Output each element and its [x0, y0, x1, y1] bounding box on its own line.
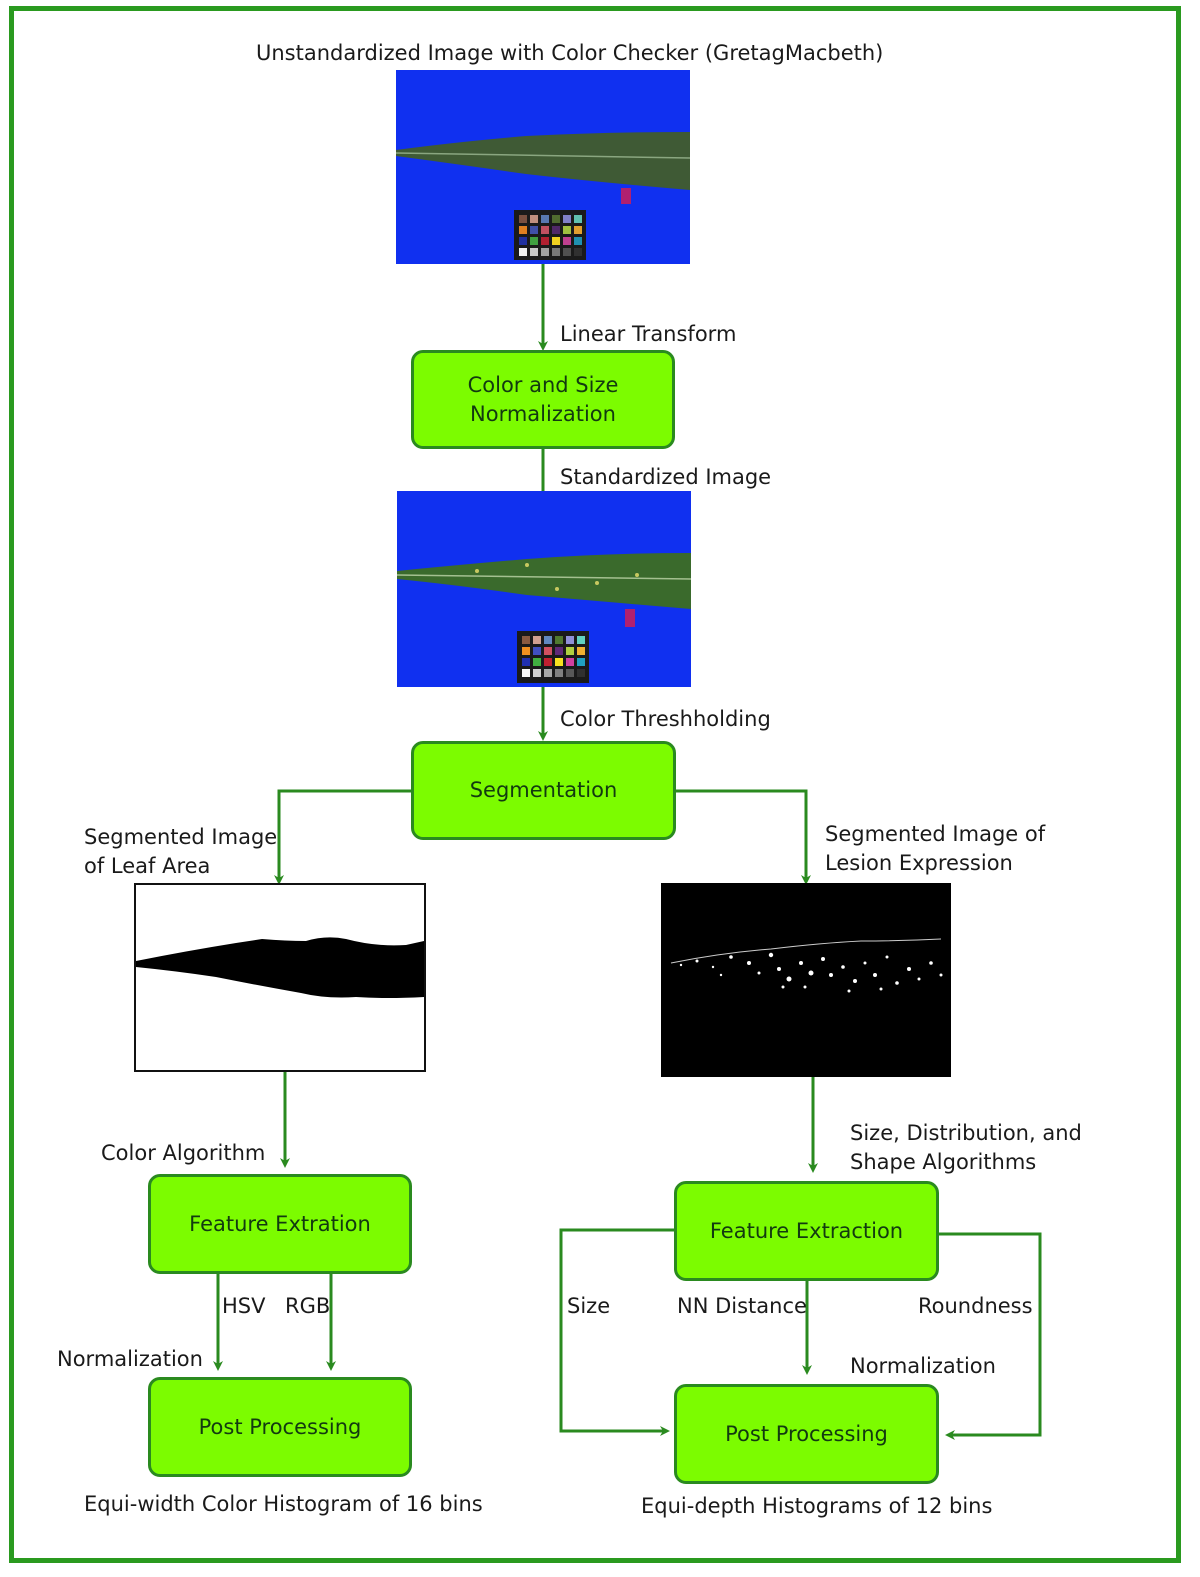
- label-rgb: RGB: [285, 1294, 331, 1318]
- label-normalization-left: Normalization: [57, 1347, 203, 1371]
- diagram-title: Unstandardized Image with Color Checker …: [256, 41, 884, 65]
- arrow-size: [559, 1228, 676, 1436]
- label-segmented-lesion: Segmented Image of Lesion Expression: [825, 822, 1046, 875]
- output-right-histogram: Equi-depth Histograms of 12 bins: [641, 1494, 993, 1518]
- segmented-lesion-image: [661, 883, 951, 1077]
- arrow-roundness: [938, 1232, 1042, 1440]
- label-nn-distance: NN Distance: [677, 1294, 807, 1318]
- label-linear-transform: Linear Transform: [560, 322, 737, 346]
- label-color-threshholding: Color Threshholding: [560, 707, 771, 731]
- node-post-processing-left: Post Processing: [148, 1377, 412, 1477]
- label-size-distribution-shape: Size, Distribution, and Shape Algorithms: [850, 1121, 1082, 1174]
- arrow-segmentation-to-lesion: [676, 789, 811, 885]
- node-post-processing-right: Post Processing: [674, 1384, 939, 1484]
- output-left-histogram: Equi-width Color Histogram of 16 bins: [84, 1492, 483, 1516]
- diagram-frame: [9, 6, 1181, 1563]
- standardized-leaf-photo: [397, 491, 691, 687]
- unstandardized-leaf-photo: [396, 70, 690, 264]
- segmented-leaf-area-image: [134, 883, 426, 1072]
- label-segmented-leaf-area: Segmented Image of Leaf Area: [84, 825, 278, 878]
- node-feature-extration: Feature Extration: [148, 1174, 412, 1274]
- label-normalization-right: Normalization: [850, 1354, 996, 1378]
- node-segmentation: Segmentation: [411, 741, 676, 840]
- label-hsv: HSV: [222, 1294, 266, 1318]
- label-color-algorithm: Color Algorithm: [101, 1141, 266, 1165]
- arrow-segmentation-to-leaf-area: [274, 789, 412, 885]
- label-standardized-image: Standardized Image: [560, 465, 772, 489]
- label-size: Size: [567, 1294, 611, 1318]
- node-color-size-normalization: Color and Size Normalization: [411, 350, 675, 449]
- node-feature-extraction: Feature Extraction: [674, 1181, 939, 1281]
- label-roundness: Roundness: [918, 1294, 1033, 1318]
